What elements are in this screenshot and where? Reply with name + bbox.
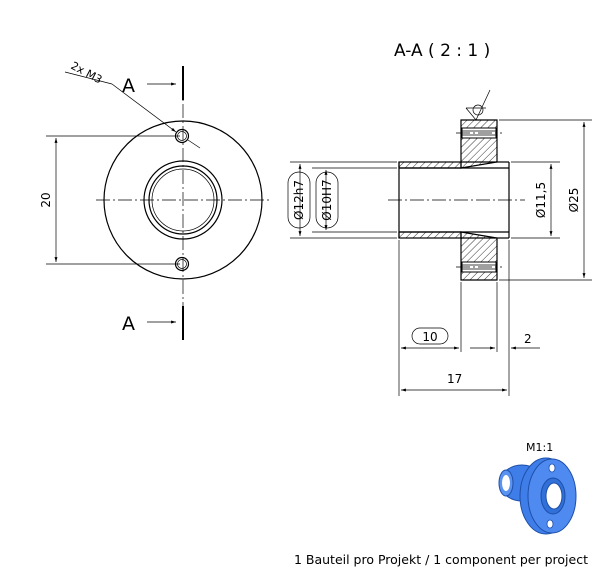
dim-flange-dia: Ø25 (567, 188, 581, 213)
footer-note: 1 Bauteil pro Projekt / 1 component per … (294, 552, 588, 567)
hole-note: 2x M3 (69, 59, 105, 86)
front-view: 20 2x M3 A A (39, 59, 272, 340)
part-preview-3d: M1:1 (498, 441, 577, 535)
section-view: A-A ( 2 : 1 ) (287, 41, 592, 396)
scale-label: M1:1 (526, 441, 553, 454)
cut-label-top: A (122, 75, 135, 97)
section-title: A-A ( 2 : 1 ) (394, 41, 490, 61)
dim-total-length: 17 (447, 372, 462, 386)
dim-20: 20 (39, 192, 53, 207)
dim-outer-tol: Ø12h7 (292, 180, 306, 220)
dim-flange-thk: 2 (524, 332, 532, 346)
dim-hub-length: 10 (422, 330, 437, 344)
dim-bore-tol: Ø10H7 (320, 179, 334, 220)
cut-label-bottom: A (122, 313, 135, 335)
dim-mid-dia: Ø11,5 (534, 182, 548, 218)
